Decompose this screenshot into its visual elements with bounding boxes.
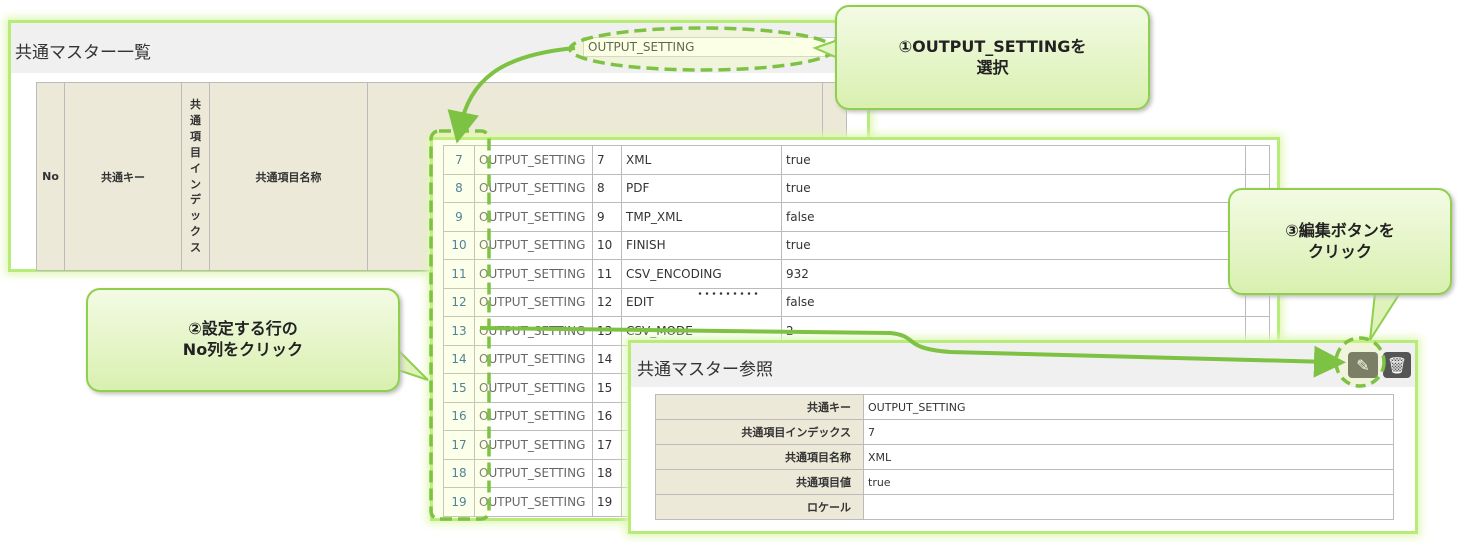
callout-step-1: ①OUTPUT_SETTINGを 選択 — [835, 5, 1150, 110]
row-index: 19 — [592, 487, 622, 517]
row-value: false — [781, 287, 1246, 317]
row-no-link[interactable]: 17 — [443, 430, 475, 460]
row-key: OUTPUT_SETTING — [474, 401, 593, 431]
detail-value: 7 — [863, 419, 1394, 445]
row-extra — [1245, 145, 1270, 175]
row-no-link[interactable]: 15 — [443, 373, 475, 403]
edit-icon: ✎ — [1356, 355, 1370, 375]
delete-button[interactable]: 🗑 — [1383, 352, 1411, 378]
detail-label: 共通項目値 — [655, 469, 864, 495]
row-key: OUTPUT_SETTING — [474, 145, 593, 175]
row-key: OUTPUT_SETTING — [474, 259, 593, 289]
callout-tail-3 — [1369, 292, 1402, 341]
row-value: 932 — [781, 259, 1246, 289]
detail-value: true — [863, 469, 1394, 495]
row-key: OUTPUT_SETTING — [474, 458, 593, 488]
ellipsis: ･････････ — [697, 287, 761, 301]
row-key: OUTPUT_SETTING — [474, 344, 593, 374]
row-index: 15 — [592, 373, 622, 403]
row-key: OUTPUT_SETTING — [474, 230, 593, 260]
col-no[interactable]: No — [36, 82, 65, 271]
row-index: 16 — [592, 401, 622, 431]
trash-icon: 🗑 — [1386, 355, 1408, 375]
row-index: 11 — [592, 259, 622, 289]
master-key-select[interactable]: OUTPUT_SETTING — [583, 37, 835, 57]
row-no-link[interactable]: 11 — [443, 259, 475, 289]
callout-step-3: ③編集ボタンを クリック — [1228, 188, 1452, 295]
col-key[interactable]: 共通キー — [64, 82, 182, 271]
row-value: true — [781, 230, 1246, 260]
row-value: true — [781, 145, 1246, 175]
row-value: true — [781, 173, 1246, 203]
row-no-link[interactable]: 13 — [443, 316, 475, 346]
detail-title: 共通マスター参照 — [637, 360, 773, 380]
detail-label: 共通項目インデックス — [655, 419, 864, 445]
row-no-link[interactable]: 18 — [443, 458, 475, 488]
row-name: PDF — [621, 173, 782, 203]
row-no-link[interactable]: 9 — [443, 202, 475, 232]
row-no-link[interactable]: 7 — [443, 145, 475, 175]
panel-header: 共通マスター参照 — [631, 343, 1415, 387]
row-no-link[interactable]: 19 — [443, 487, 475, 517]
detail-label: 共通キー — [655, 394, 864, 420]
detail-value — [863, 494, 1394, 520]
row-name: TMP_XML — [621, 202, 782, 232]
row-key: OUTPUT_SETTING — [474, 202, 593, 232]
col-name[interactable]: 共通項目名称 — [209, 82, 368, 271]
row-index: 13 — [592, 316, 622, 346]
row-name: FINISH — [621, 230, 782, 260]
row-index: 17 — [592, 430, 622, 460]
row-key: OUTPUT_SETTING — [474, 173, 593, 203]
row-value: false — [781, 202, 1246, 232]
page-title: 共通マスター一覧 — [15, 43, 151, 63]
row-key: OUTPUT_SETTING — [474, 316, 593, 346]
row-key: OUTPUT_SETTING — [474, 373, 593, 403]
detail-value: OUTPUT_SETTING — [863, 394, 1394, 420]
row-no-link[interactable]: 10 — [443, 230, 475, 260]
row-no-link[interactable]: 12 — [443, 287, 475, 317]
row-index: 14 — [592, 344, 622, 374]
row-no-link[interactable]: 14 — [443, 344, 475, 374]
callout-step-2: ②設定する行の No列をクリック — [86, 288, 400, 392]
row-key: OUTPUT_SETTING — [474, 430, 593, 460]
detail-value: XML — [863, 444, 1394, 470]
row-index: 8 — [592, 173, 622, 203]
row-no-link[interactable]: 16 — [443, 401, 475, 431]
col-index[interactable]: 共 通 項 目 イ ン デ ッ ク ス — [181, 82, 210, 271]
row-index: 12 — [592, 287, 622, 317]
row-index: 10 — [592, 230, 622, 260]
row-no-link[interactable]: 8 — [443, 173, 475, 203]
callout-tail-2 — [397, 347, 429, 381]
row-key: OUTPUT_SETTING — [474, 487, 593, 517]
detail-row: ロケール — [655, 494, 1394, 520]
detail-label: 共通項目名称 — [655, 444, 864, 470]
row-index: 9 — [592, 202, 622, 232]
edit-button[interactable]: ✎ — [1348, 352, 1378, 378]
row-index: 7 — [592, 145, 622, 175]
row-name: XML — [621, 145, 782, 175]
row-key: OUTPUT_SETTING — [474, 287, 593, 317]
row-index: 18 — [592, 458, 622, 488]
detail-label: ロケール — [655, 494, 864, 520]
row-name: CSV_ENCODING — [621, 259, 782, 289]
